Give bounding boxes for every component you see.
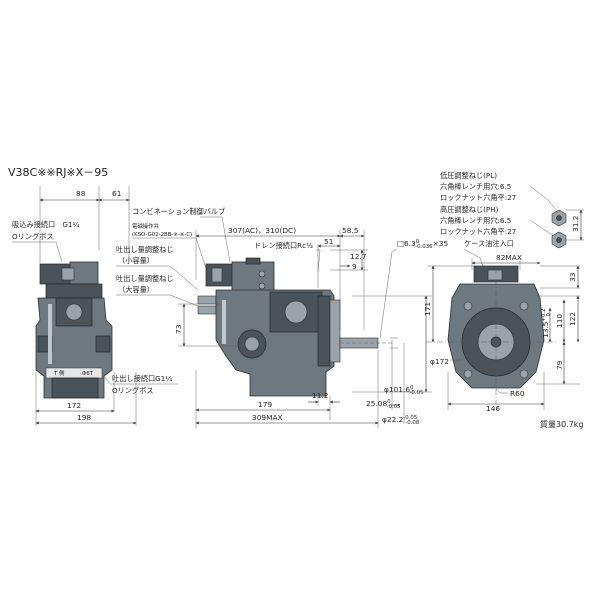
suction-oring-label: Oリングボス — [12, 232, 54, 241]
dim-146: 146 — [486, 404, 500, 413]
key-dim: □6.30-0.036×35 — [397, 239, 448, 250]
comp-valve-leader — [200, 216, 231, 263]
case-inlet-label: ケース油注入口 — [464, 239, 514, 248]
dim-171: 171 — [423, 302, 432, 316]
pilot — [329, 299, 341, 363]
solenoid-model-label: (KSO-G02-2BB-※-※-C) — [132, 232, 192, 238]
dim-73: 73 — [174, 324, 183, 334]
low-leader — [529, 185, 559, 213]
plate-label-phi: Φ6T — [82, 371, 94, 377]
swash-cover — [284, 300, 308, 324]
dim-172: 172 — [67, 401, 81, 410]
front-valve-cap — [487, 269, 503, 281]
side-boss-right — [95, 335, 111, 353]
dim-12-7: 12.7 — [350, 252, 367, 261]
dim-307: 307(AC)，310(DC) — [228, 226, 296, 235]
comp-valve-label: コンビネーション制御バルブ — [132, 207, 225, 216]
left-end-view: 88 61 吸込み接続口 G1¼ Oリングボス T 側 Φ6T 吐出し接続口G1… — [12, 186, 178, 426]
side-view: コンビネーション制御バルブ 電磁操作弁 (KSO-G02-2BB-※-※-C) … — [116, 207, 392, 428]
solenoid-connector — [61, 267, 75, 281]
model-title: V38C※※RJ※X－95 — [8, 166, 108, 179]
right-front-view: ケース油注入口 82MAX 171 φ172 33 122 — [423, 239, 580, 413]
bolt-hole-4 — [519, 369, 529, 379]
high-leader — [529, 219, 557, 239]
low-hex-hole-icon — [556, 215, 562, 221]
low-screw-label: 低圧調整ねじ(PL) — [440, 171, 497, 180]
dim-13-5: 13.5+0.20 — [541, 308, 552, 338]
weight-label: 質量30.7kg — [540, 419, 584, 429]
discharge-leader — [103, 375, 178, 385]
body-highlight — [48, 304, 52, 364]
dim-82: 82MAX — [496, 253, 522, 262]
dim-33: 33 — [568, 272, 577, 282]
dim-25: 25.080-0.05 — [366, 399, 401, 410]
dim-9: 9 — [352, 262, 357, 271]
dim-11-2: 11.2 — [312, 391, 328, 400]
bolt-hole-3 — [463, 369, 473, 379]
high-screw-label: 高圧調整ねじ(PH) — [440, 205, 499, 214]
high-wrench-label: 六角棒レンチ用穴:6.5 — [440, 216, 511, 225]
dim-61: 61 — [112, 189, 122, 198]
drain-leader — [316, 249, 321, 273]
plate-label-t: T 側 — [53, 369, 65, 377]
dim-58-5: 58.5 — [342, 226, 359, 235]
flow-screw-small — [197, 295, 217, 305]
drain-label: ドレン接続口Rc½ — [254, 241, 313, 250]
side-highlight — [222, 300, 226, 344]
dim-22: φ22.2-0.05-0.08 — [382, 415, 420, 426]
discharge-port-label: 吐出し接続口G1¼ — [112, 374, 172, 383]
dim-51: 51 — [324, 237, 334, 246]
key-leader — [379, 248, 398, 339]
bolt-hole-1 — [463, 301, 473, 311]
dim-179: 179 — [258, 400, 272, 409]
high-hex-hole-icon — [556, 237, 562, 243]
dim-172-leader — [450, 349, 471, 361]
dim-110: 110 — [555, 314, 564, 328]
dim-172-front: φ172 — [430, 357, 449, 366]
solenoid-label: 電磁操作弁 — [132, 222, 160, 230]
shaft-dimensions: □6.30-0.036×35 φ101.60-0.05 25.080-0.05 … — [352, 239, 448, 426]
high-locknut-label: ロックナット六角平:27 — [440, 227, 516, 236]
valve-bolt-2 — [258, 282, 266, 290]
flow-small-label-2: （小容量） — [118, 256, 154, 265]
valve-bolt-1 — [258, 270, 266, 278]
flow-large-label-1: 吐出し量調整ねじ — [116, 274, 174, 283]
flow-large-label-2: （大容量） — [118, 285, 154, 294]
flow-screw-large — [197, 305, 217, 315]
side-solenoid-connector — [211, 267, 223, 283]
suction-port-circle — [65, 303, 83, 321]
valve-base — [45, 283, 103, 299]
dim-79: 79 — [555, 360, 564, 370]
flange-mount — [317, 295, 331, 367]
valve-cap — [245, 257, 261, 265]
dim-r60: R60 — [510, 389, 525, 398]
suction-port-label: 吸込み接続口 G1¼ — [12, 220, 79, 229]
side-port — [244, 336, 260, 352]
suction-leader — [12, 241, 63, 263]
low-locknut-label: ロックナット六角平:27 — [440, 193, 516, 202]
adjuster-legend: 低圧調整ねじ(PL) 六角棒レンチ用穴:6.5 ロックナット六角平:27 高圧調… — [440, 171, 584, 249]
discharge-flange — [51, 377, 99, 399]
bolt-hole-2 — [519, 301, 529, 311]
flow-small-label-1: 吐出し量調整ねじ — [116, 245, 174, 254]
dim-101: φ101.60-0.05 — [384, 385, 423, 396]
dim-309: 309MAX — [252, 413, 283, 422]
dim-88: 88 — [76, 189, 86, 198]
dim-31-2: 31.2 — [571, 216, 580, 232]
dim-122: 122 — [568, 312, 577, 326]
dim-198: 198 — [77, 413, 91, 422]
r60-leader — [493, 385, 508, 394]
flow-large-leader — [116, 294, 199, 307]
flow-small-leader — [116, 265, 199, 291]
discharge-oring-label: Oリングボス — [112, 386, 154, 395]
low-wrench-label: 六角棒レンチ用穴:6.5 — [440, 182, 511, 191]
